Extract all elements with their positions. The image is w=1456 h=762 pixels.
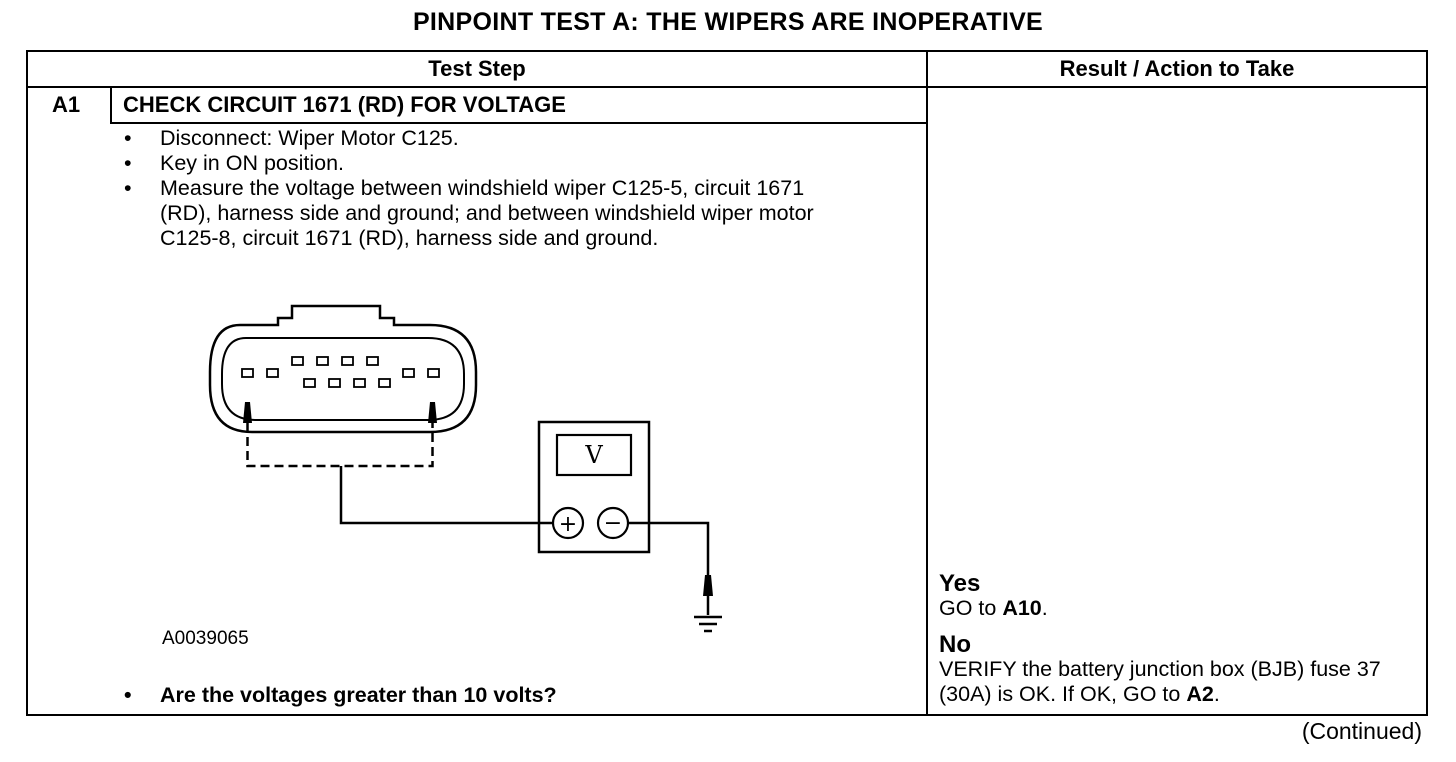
result-no: No VERIFY the battery junction box (BJB)… xyxy=(939,632,1389,707)
step-question: Are the voltages greater than 10 volts? xyxy=(122,683,557,708)
connector-voltmeter-diagram: V + − xyxy=(208,304,722,633)
yes-label: Yes xyxy=(939,570,981,597)
yes-action-text: GO to xyxy=(939,596,1003,620)
yes-target: A10 xyxy=(1002,596,1042,620)
dashed-lead xyxy=(246,423,434,468)
header-test-step: Test Step xyxy=(428,56,526,81)
no-action: VERIFY the battery junction box (BJB) fu… xyxy=(939,657,1389,707)
column-divider xyxy=(926,50,928,716)
instruction-item: Key in ON position. xyxy=(122,151,902,176)
header-divider xyxy=(26,86,1428,88)
result-yes: Yes GO to A10. xyxy=(939,571,1419,621)
step-title: CHECK CIRCUIT 1671 (RD) FOR VOLTAGE xyxy=(123,92,566,117)
question-text: Are the voltages greater than 10 volts? xyxy=(160,683,557,707)
ground-icon xyxy=(694,615,722,633)
negative-lead xyxy=(628,521,710,575)
voltmeter-display xyxy=(555,433,633,477)
instruction-item: Measure the voltage between windshield w… xyxy=(122,176,860,251)
page-title: PINPOINT TEST A: THE WIPERS ARE INOPERAT… xyxy=(412,8,1044,36)
instruction-item: Disconnect: Wiper Motor C125. xyxy=(122,126,902,151)
continued-label: (Continued) xyxy=(1301,718,1422,744)
no-label: No xyxy=(939,631,971,658)
figure-id: A0039065 xyxy=(162,628,249,649)
probe-left xyxy=(243,402,252,423)
connector-terminals xyxy=(241,356,440,388)
plus-terminal xyxy=(551,506,585,540)
step-id: A1 xyxy=(52,92,81,117)
no-action-suffix: . xyxy=(1213,682,1220,706)
probe-right xyxy=(428,402,437,423)
yes-action-suffix: . xyxy=(1041,596,1048,620)
positive-lead xyxy=(339,466,552,525)
pinpoint-test-table xyxy=(26,50,1428,716)
no-action-text: VERIFY the battery junction box (BJB) fu… xyxy=(939,657,1381,706)
step-instructions: Disconnect: Wiper Motor C125. Key in ON … xyxy=(122,126,902,251)
connector-body xyxy=(208,304,478,434)
voltmeter xyxy=(537,420,651,554)
no-target: A2 xyxy=(1186,682,1214,706)
plus-symbol: + xyxy=(559,512,577,537)
yes-action: GO to A10. xyxy=(939,596,1419,621)
minus-symbol: − xyxy=(604,511,622,536)
step-id-divider xyxy=(110,86,112,124)
header-result: Result / Action to Take xyxy=(1059,56,1295,81)
step-title-divider xyxy=(110,122,928,124)
voltmeter-label: V xyxy=(584,441,603,469)
connector-inner xyxy=(221,337,465,421)
ground-probe xyxy=(703,575,713,596)
